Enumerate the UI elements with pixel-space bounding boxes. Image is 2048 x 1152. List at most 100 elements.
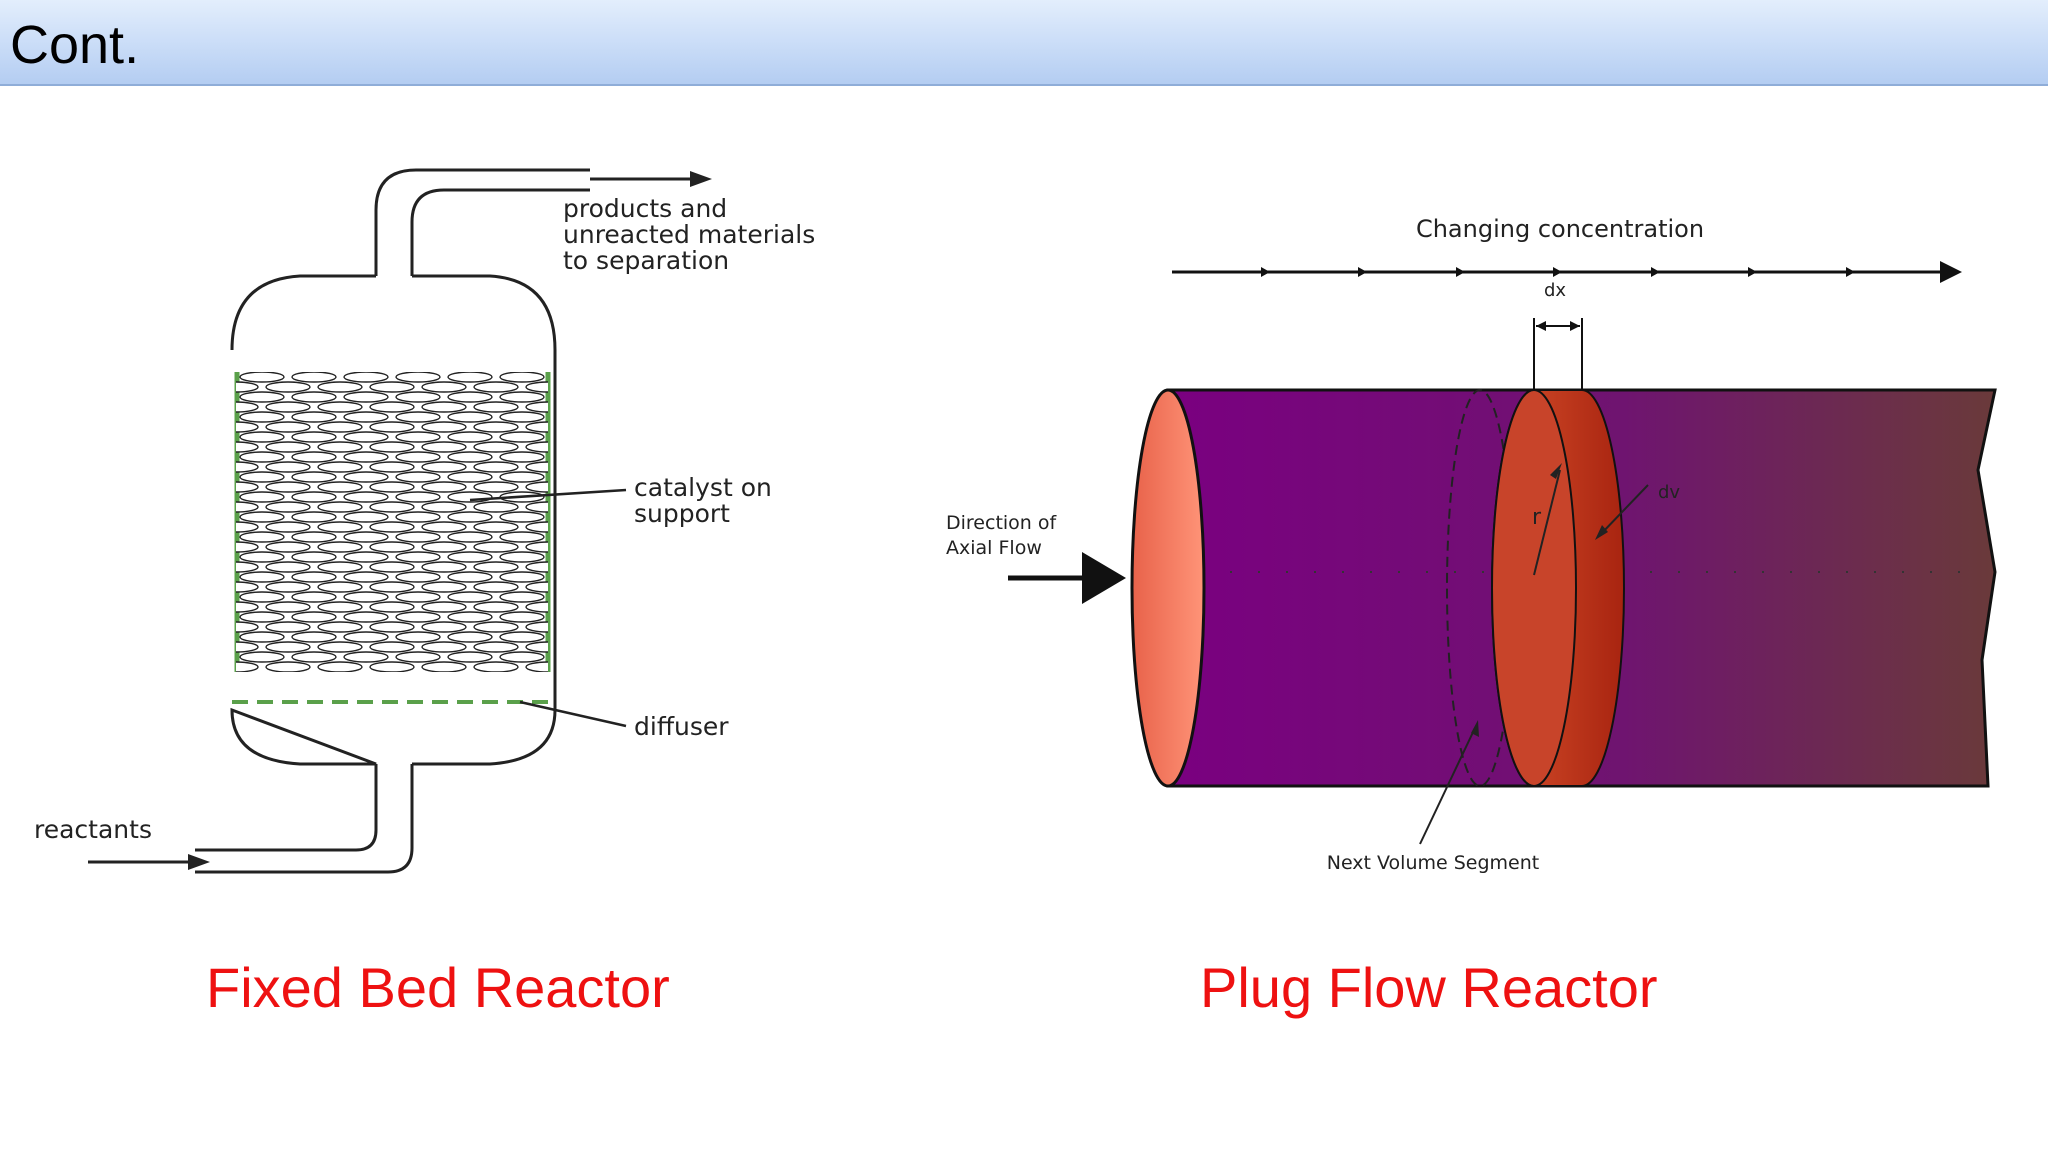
catalyst-pellet: [317, 521, 363, 533]
catalyst-pellet: [552, 412, 596, 422]
catalyst-pellet: [499, 431, 545, 443]
catalyst-pellet: [343, 611, 389, 623]
catalyst-pellet: [552, 472, 596, 482]
fixed-bed-reactor-diagram: products and unreacted materials to sepa…: [34, 168, 815, 874]
catalyst-pellet: [236, 481, 259, 493]
catalyst-pellet: [369, 541, 415, 553]
catalyst-pellet: [447, 431, 493, 443]
catalyst-pellet: [473, 521, 519, 533]
concentration-arrowhead: [1940, 261, 1962, 283]
catalyst-pellet: [525, 401, 548, 413]
dv-arrow: [1599, 484, 1649, 536]
catalyst-pellet: [525, 601, 548, 613]
catalyst-pellet: [578, 442, 622, 452]
catalyst-pellet: [552, 452, 596, 462]
catalyst-pellet: [188, 372, 232, 382]
catalyst-pellet: [552, 632, 596, 642]
catalyst-pellet: [265, 401, 311, 413]
catalyst-pellet: [188, 392, 232, 402]
catalyst-pellet: [525, 561, 548, 573]
catalyst-pellet: [317, 481, 363, 493]
catalyst-pellet: [239, 551, 285, 563]
catalyst-pellet: [578, 562, 622, 572]
catalyst-pellet: [395, 511, 441, 523]
dv-label: dv: [1658, 482, 1680, 503]
catalyst-pellet: [343, 391, 389, 403]
catalyst-pellet: [395, 611, 441, 623]
catalyst-pellet: [236, 581, 259, 593]
catalyst-pellet: [473, 421, 519, 433]
catalyst-pellet: [473, 401, 519, 413]
catalyst-pellet: [188, 432, 232, 442]
catalyst-pellet: [369, 401, 415, 413]
plug-flow-caption: Plug Flow Reactor: [1200, 956, 1658, 1019]
catalyst-pellet: [291, 491, 337, 503]
catalyst-pellet: [499, 451, 545, 463]
flow-arrow-head: [1082, 552, 1126, 604]
tube-inlet-face: [1130, 388, 1206, 788]
catalyst-pellet: [499, 391, 545, 403]
catalyst-pellet: [421, 601, 467, 613]
catalyst-pellet: [343, 451, 389, 463]
catalyst-pellet: [239, 372, 285, 383]
catalyst-pellet: [188, 632, 232, 642]
catalyst-pellet: [421, 641, 467, 653]
catalyst-pellet: [265, 621, 311, 633]
catalyst-pellet: [239, 431, 285, 443]
catalyst-pellet: [525, 641, 548, 653]
segment-label: Next Volume Segment: [1327, 852, 1540, 874]
catalyst-pellet: [369, 601, 415, 613]
catalyst-pellet: [421, 421, 467, 433]
catalyst-pellet: [291, 531, 337, 543]
catalyst-pellet: [265, 501, 311, 513]
concentration-tick: [1456, 267, 1465, 277]
catalyst-pellet: [317, 381, 363, 393]
catalyst-pellet: [369, 461, 415, 473]
catalyst-pellet: [317, 441, 363, 453]
catalyst-pellet: [578, 422, 622, 432]
catalyst-pellet: [395, 571, 441, 583]
catalyst-pellet: [188, 452, 232, 462]
catalyst-pellet: [291, 611, 337, 623]
catalyst-pellet: [369, 501, 415, 513]
catalyst-pellet: [369, 641, 415, 653]
diffuser-label: diffuser: [634, 712, 729, 741]
catalyst-pellet: [473, 641, 519, 653]
catalyst-pellet: [265, 521, 311, 533]
catalyst-pellet: [421, 441, 467, 453]
catalyst-pellet: [343, 631, 389, 643]
catalyst-pellet: [369, 561, 415, 573]
catalyst-pellet: [499, 611, 545, 623]
r-label: r: [1532, 505, 1542, 530]
catalyst-pellet: [369, 381, 415, 393]
catalyst-pellet: [395, 651, 441, 663]
catalyst-pellet: [447, 631, 493, 643]
catalyst-pellet: [317, 401, 363, 413]
catalyst-pellet: [265, 641, 311, 653]
title-bar: Cont.: [0, 0, 2048, 86]
catalyst-pellet: [291, 571, 337, 583]
catalyst-pellet: [395, 491, 441, 503]
catalyst-pellet: [552, 392, 596, 402]
catalyst-pellet: [499, 571, 545, 583]
catalyst-pellet: [552, 652, 596, 662]
catalyst-pellet: [239, 631, 285, 643]
catalyst-pellet: [499, 471, 545, 483]
catalyst-pellet: [552, 432, 596, 442]
catalyst-pellet: [369, 661, 415, 672]
catalyst-pellet: [291, 631, 337, 643]
catalyst-pellet: [447, 471, 493, 483]
concentration-tick: [1358, 267, 1367, 277]
catalyst-pellet: [265, 441, 311, 453]
catalyst-pellet: [317, 641, 363, 653]
catalyst-pellet: [552, 552, 596, 562]
segment-leader: [1419, 727, 1476, 845]
catalyst-pellet: [578, 642, 622, 652]
catalyst-pellet: [343, 411, 389, 423]
catalyst-pellet: [188, 532, 232, 542]
catalyst-pellet: [265, 581, 311, 593]
catalyst-pellet: [578, 402, 622, 412]
slice-face: [1491, 389, 1577, 787]
catalyst-pellet: [395, 471, 441, 483]
catalyst-pellet: [447, 511, 493, 523]
